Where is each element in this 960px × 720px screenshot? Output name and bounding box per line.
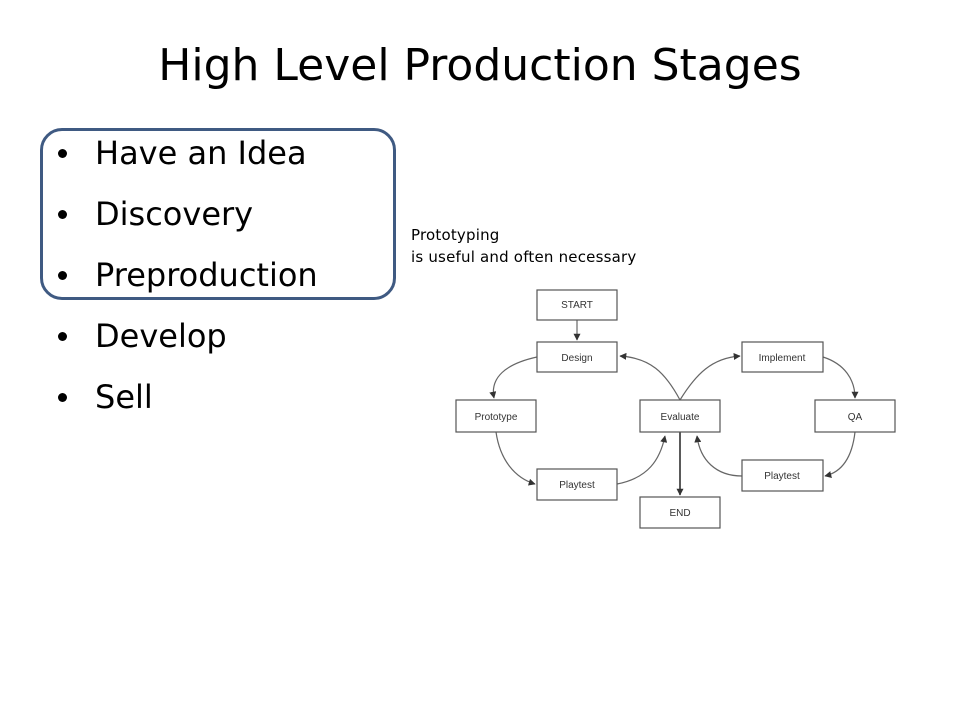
- bullet-dot-icon: [58, 271, 67, 280]
- edge-evaluate-design: [619, 352, 681, 401]
- node-start-label: START: [561, 300, 593, 311]
- node-playtest-left-label: Playtest: [559, 480, 595, 491]
- node-implement: Implement: [741, 341, 824, 373]
- edge-design-prototype: [489, 356, 538, 399]
- node-playtest-left: Playtest: [536, 468, 618, 501]
- edge-qa-playtest: [824, 431, 856, 478]
- node-end: END: [639, 496, 721, 529]
- edge-evaluate-implement: [679, 352, 741, 401]
- node-start: START: [536, 289, 618, 321]
- bullet-dot-icon: [58, 332, 67, 341]
- edge-playtest-evaluate-right: [694, 435, 743, 477]
- slide-title: High Level Production Stages: [158, 40, 802, 91]
- edge-playtest-evaluate: [616, 435, 668, 485]
- node-prototype: Prototype: [455, 399, 537, 433]
- edge-implement-qa: [822, 356, 859, 399]
- bullet-dot-icon: [58, 210, 67, 219]
- node-qa-label: QA: [848, 412, 863, 423]
- node-design: Design: [536, 341, 618, 373]
- node-playtest-right-label: Playtest: [764, 471, 800, 482]
- node-design-label: Design: [561, 353, 592, 364]
- node-evaluate-label: Evaluate: [661, 412, 700, 423]
- prototyping-note: Prototyping is useful and often necessar…: [411, 224, 636, 268]
- node-implement-label: Implement: [759, 353, 806, 364]
- node-evaluate: Evaluate: [639, 399, 721, 433]
- note-line-2: is useful and often necessary: [411, 248, 637, 266]
- node-qa: QA: [814, 399, 896, 433]
- node-playtest-right: Playtest: [741, 459, 824, 492]
- node-end-label: END: [669, 508, 690, 519]
- node-prototype-label: Prototype: [475, 412, 518, 423]
- edge-prototype-playtest: [495, 431, 536, 486]
- highlight-box: [40, 128, 396, 300]
- bullet-dot-icon: [58, 149, 67, 158]
- note-line-1: Prototyping: [411, 226, 500, 244]
- bullet-dot-icon: [58, 393, 67, 402]
